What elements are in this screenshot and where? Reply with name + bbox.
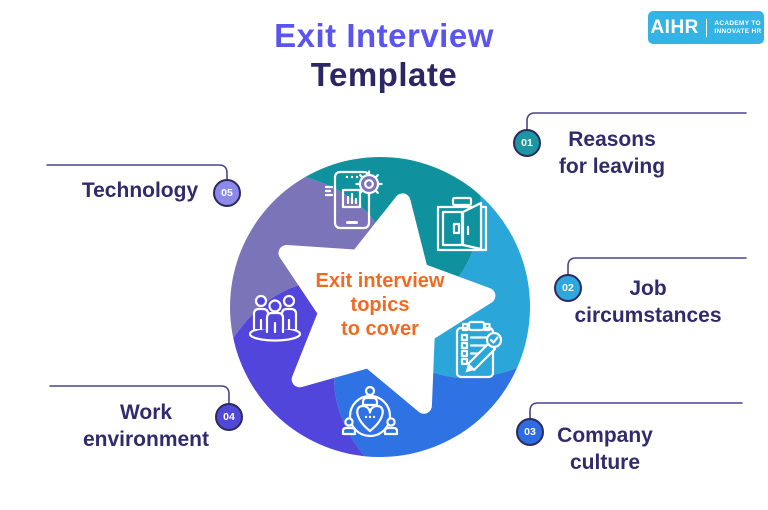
heart-people-icon xyxy=(341,385,399,438)
topic-label-company-culture: Company culture xyxy=(515,422,695,476)
topic-label-work-environment: Work environment xyxy=(51,399,241,453)
topic-badge-05: 05 xyxy=(213,179,241,207)
topic-badge-01: 01 xyxy=(513,129,541,157)
center-text-line2: topics xyxy=(350,294,410,316)
topic-label-line: culture xyxy=(569,451,640,474)
aihr-logo-brand: AIHR xyxy=(650,16,699,38)
team-icon xyxy=(248,294,302,342)
center-text-line3: to cover xyxy=(341,318,419,340)
exit-door-icon xyxy=(436,196,488,252)
clipboard-pen-icon xyxy=(455,320,503,379)
page-title-line2: Template xyxy=(310,56,458,93)
aihr-logo-tagline: ACADEMY TO INNOVATE HR xyxy=(714,20,761,36)
page-title-line1: Exit Interview xyxy=(274,17,494,54)
logo-divider xyxy=(705,18,708,37)
topic-badge-02: 02 xyxy=(554,274,582,302)
center-star-text: Exit interview topics to cover xyxy=(293,269,467,341)
aihr-logo: AIHR ACADEMY TO INNOVATE HR xyxy=(648,11,764,44)
topic-label-line: Technology xyxy=(81,179,199,202)
connector-02 xyxy=(567,257,747,276)
swirl-star-diagram xyxy=(230,156,530,458)
topic-badge-03: 03 xyxy=(516,418,544,446)
topic-label-line: Company xyxy=(557,424,653,447)
topic-label-line: for leaving xyxy=(558,155,666,178)
topic-label-job-circumstances: Job circumstances xyxy=(553,275,743,329)
aihr-logo-tagline-line1: ACADEMY TO xyxy=(714,19,761,27)
aihr-logo-tagline-line2: INNOVATE HR xyxy=(714,27,762,35)
center-text-line1: Exit interview xyxy=(315,270,445,292)
topic-label-line: Job xyxy=(629,277,667,300)
topic-badge-04: 04 xyxy=(215,403,243,431)
topic-label-line: Work xyxy=(119,401,173,424)
topic-label-reasons-for-leaving: Reasons for leaving xyxy=(522,126,702,180)
phone-gear-icon xyxy=(324,170,383,230)
center-star xyxy=(278,193,496,414)
topic-label-technology: Technology xyxy=(50,177,230,204)
topic-label-line: environment xyxy=(82,428,210,451)
page-title: Exit Interview Template xyxy=(0,16,768,94)
topic-label-line: Reasons xyxy=(568,128,656,151)
connector-03 xyxy=(529,402,743,420)
topic-label-line: circumstances xyxy=(574,304,722,327)
